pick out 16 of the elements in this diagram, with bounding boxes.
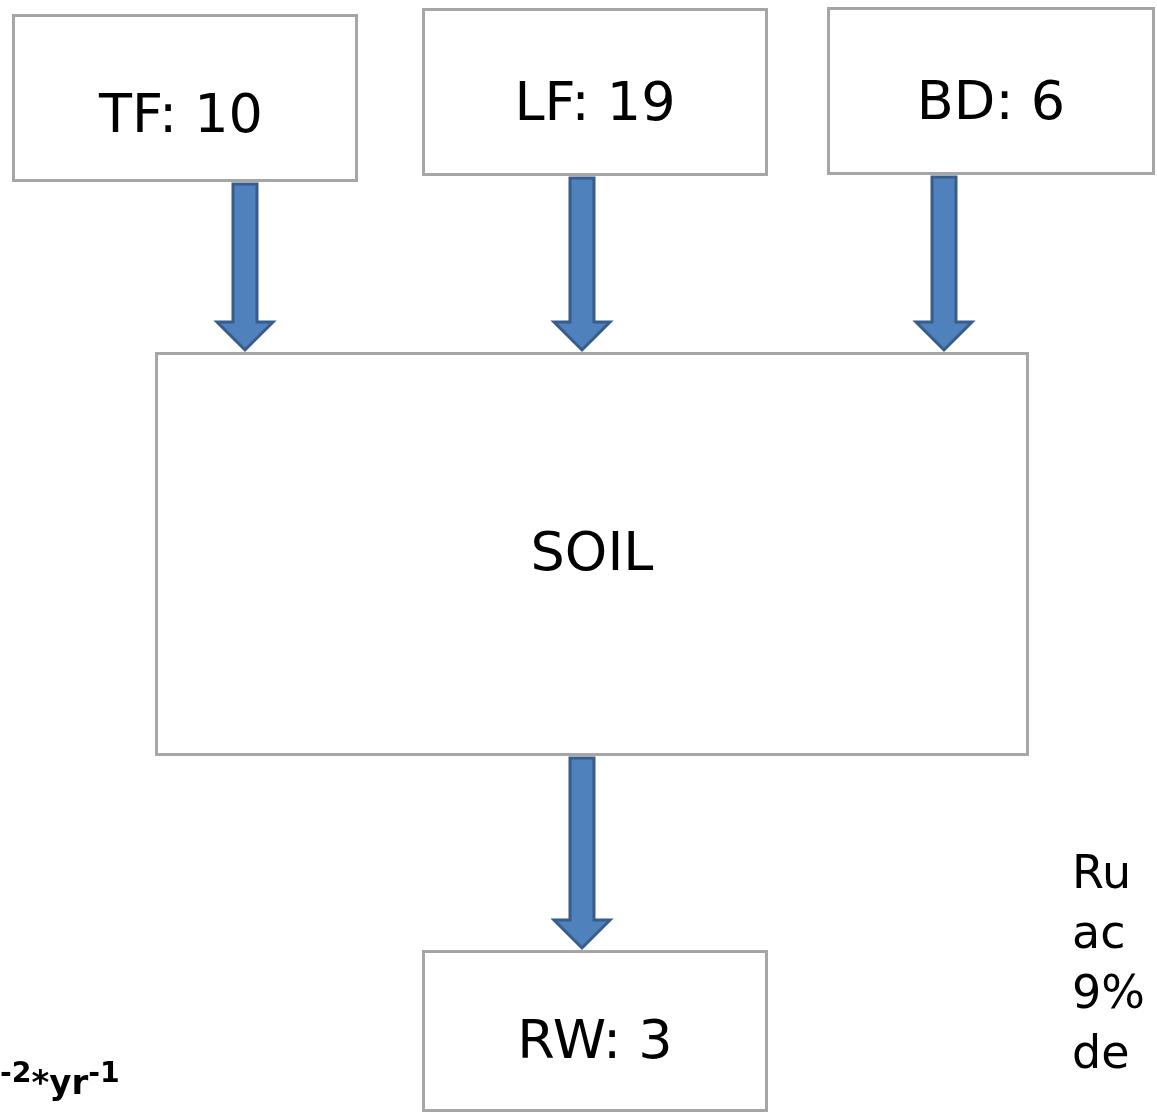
block-arrow	[213, 182, 277, 353]
flux-box	[422, 8, 768, 176]
node-label: BD: 6	[916, 74, 1066, 134]
block-arrow	[912, 175, 976, 353]
node-label: LF: 19	[514, 75, 676, 135]
process-box	[155, 352, 1029, 756]
unit-label: $^{-2}$*yr$^{-1}$	[0, 1056, 121, 1103]
node-label: TF: 10	[99, 87, 263, 147]
note-text: Ru ac 9% de	[1072, 844, 1146, 1081]
node-label: SOIL	[530, 525, 654, 585]
block-arrow	[550, 756, 614, 951]
flux-box	[422, 950, 768, 1112]
node-label: RW: 3	[517, 1013, 673, 1073]
flux-box	[12, 14, 358, 182]
flux-box	[827, 7, 1155, 175]
block-arrow	[550, 176, 614, 353]
